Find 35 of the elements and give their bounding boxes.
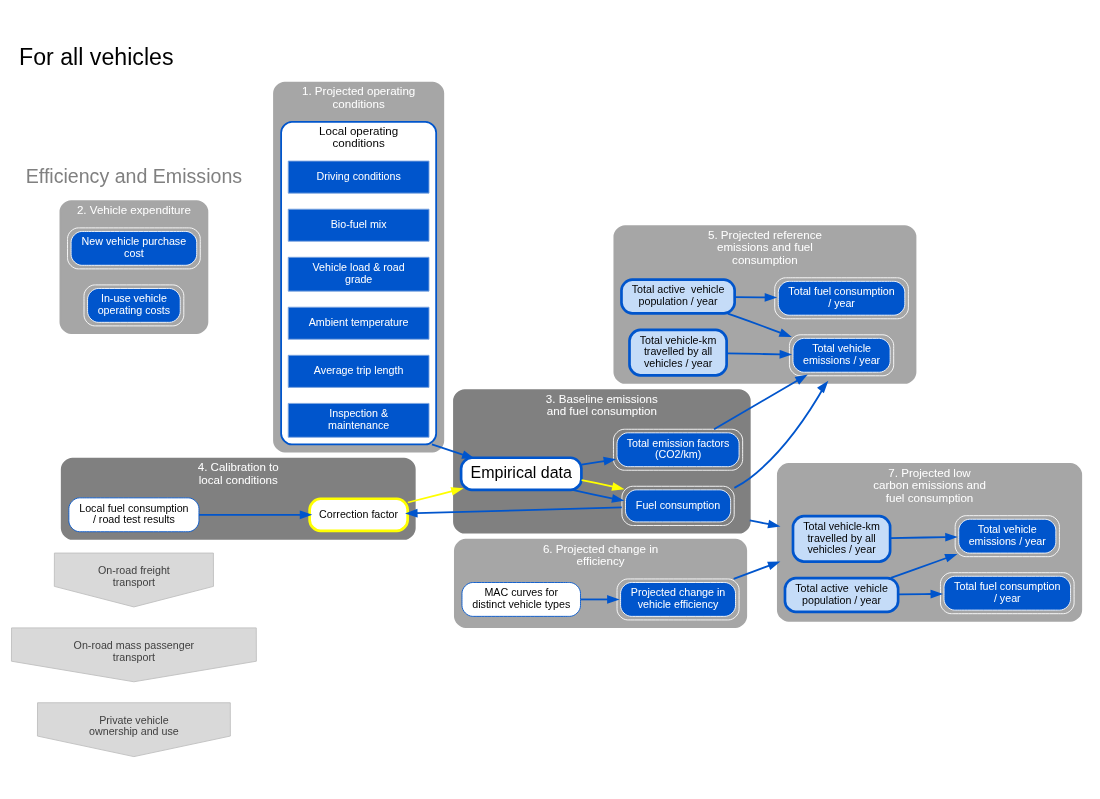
- node-box: Local fuel consumption / road test results: [68, 497, 200, 533]
- arrow: [405, 506, 623, 518]
- node-box: Correction factor: [308, 497, 409, 533]
- node-box: MAC curves for distinct vehicle types: [461, 582, 581, 617]
- arrow: [580, 456, 617, 466]
- node-box: Total vehicle-km travelled by all vehicles / year: [628, 328, 728, 377]
- node-box: Empirical data: [459, 456, 583, 492]
- node-box: Projected change in vehicle efficiency: [616, 578, 740, 621]
- node-box: Inspection & maintenance: [287, 402, 430, 438]
- arrow: [713, 374, 808, 431]
- arrow: [406, 487, 464, 504]
- arrow: [748, 519, 781, 529]
- arrow: [726, 312, 792, 337]
- node-box: Total active vehicle population / year: [783, 576, 900, 614]
- node-box: Vehicle load & road grade: [287, 256, 430, 292]
- node-box: Total active vehicle population / year: [620, 278, 736, 315]
- diagram-title: For all vehicles: [19, 43, 174, 70]
- node-box: Ambient temperature: [287, 306, 430, 340]
- node-box: Bio-fuel mix: [287, 208, 430, 242]
- label: Efficiency and Emissions: [25, 164, 243, 187]
- arrow: [579, 595, 620, 604]
- arrow: [897, 589, 944, 599]
- arrow: [571, 489, 625, 503]
- node-box: Total vehicle-km travelled by all vehicles / year: [791, 514, 892, 563]
- arrow: [580, 479, 625, 491]
- arrow: [889, 532, 958, 542]
- arrow: [889, 554, 958, 579]
- node-box: In-use vehicle operating costs: [83, 284, 185, 327]
- arrow: [726, 349, 793, 359]
- arrow: [733, 380, 829, 489]
- node-box: Driving conditions: [287, 160, 430, 194]
- arrow: [733, 293, 778, 302]
- arrow: [431, 443, 475, 459]
- arrow: [198, 510, 313, 520]
- node-box: Average trip length: [287, 354, 430, 388]
